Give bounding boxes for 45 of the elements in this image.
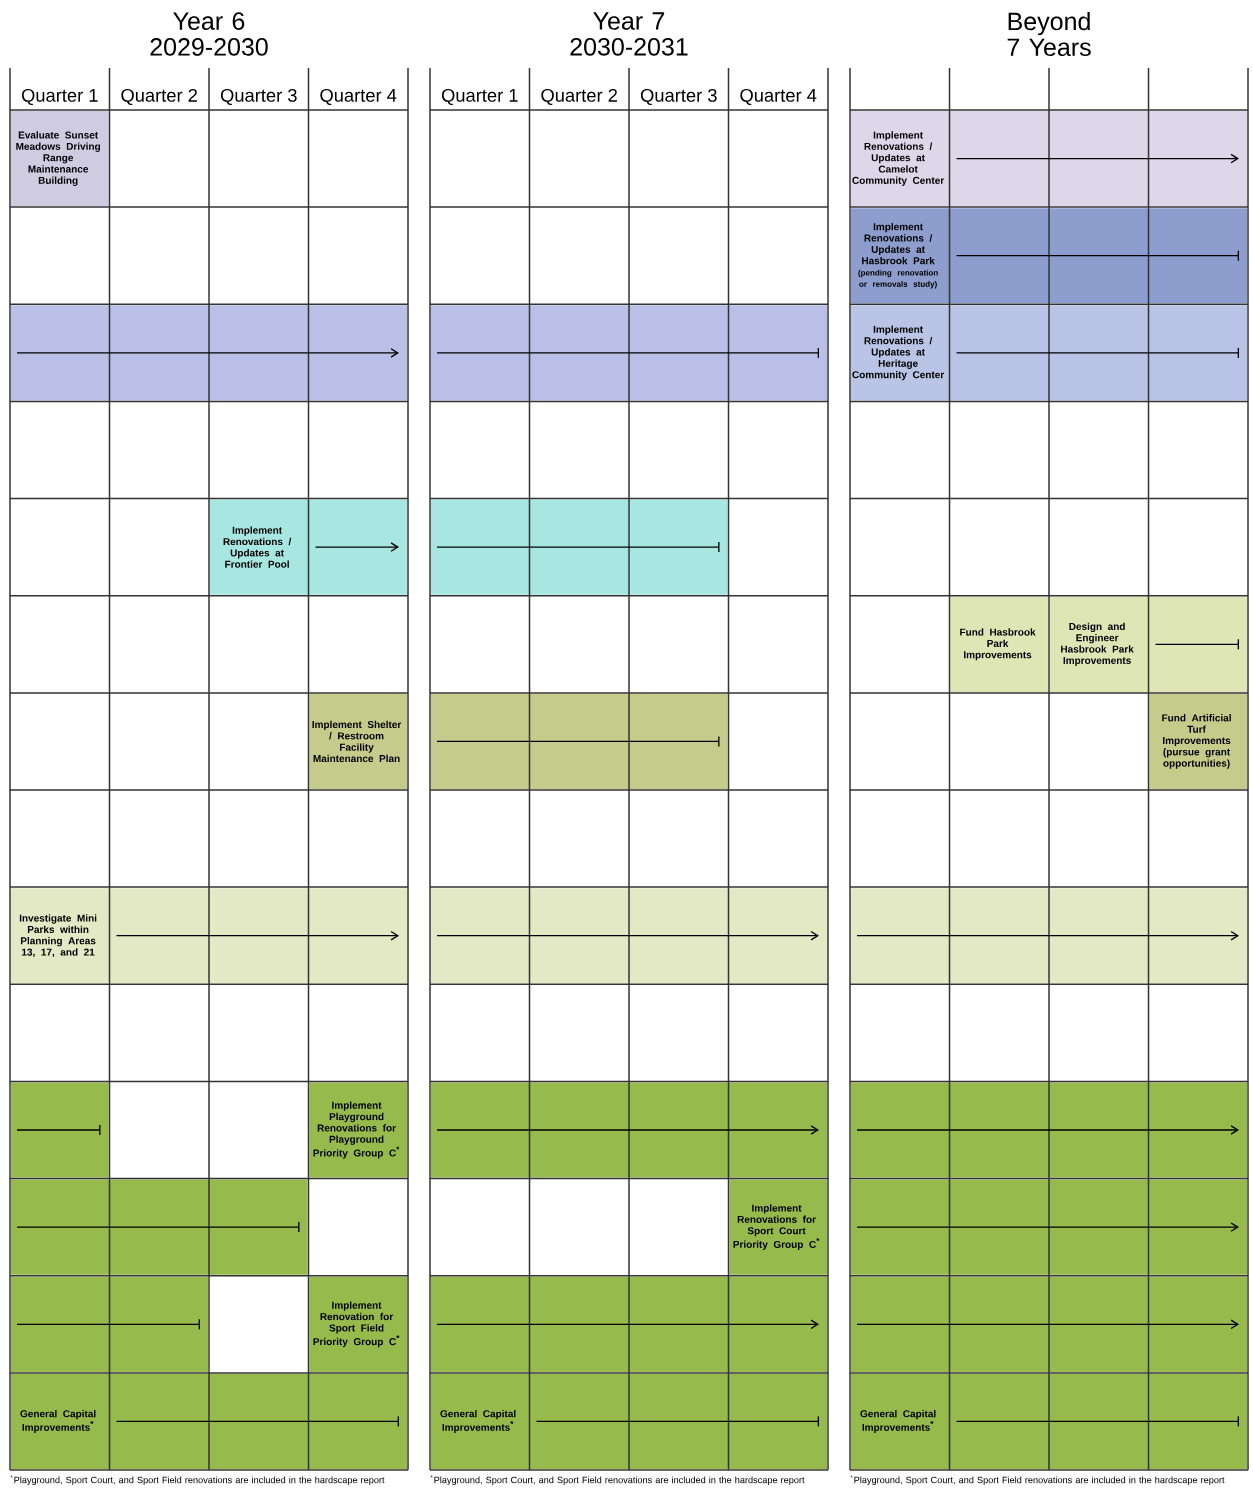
task-box: Fund Hasbrook Park Improvements <box>950 596 1048 692</box>
task-box: General Capital Improvements$^{*}$ <box>851 1373 1247 1469</box>
task-box: Implement Renovations / Updates at Hasbrook Park (pending renovation or removals study) <box>851 208 1247 304</box>
task-box: Fund Artificial Turf Improvements (pursue grant opportunities) <box>1149 693 1247 789</box>
footnote: $^{*}$Playground, Sport Court, and Sport Field renovations are included in the hardscape report <box>850 1475 1225 1486</box>
task-box: Implement Playground Renovations for Playground Priority Group C$^{*}$ <box>309 1082 407 1178</box>
node-label: General Capital Improvements$^{*}$ <box>20 1409 96 1433</box>
column-header: Quarter 3 <box>220 88 297 106</box>
column-header: Quarter 3 <box>640 88 717 106</box>
timeline-bar <box>11 1082 109 1178</box>
column-header: Quarter 1 <box>441 88 518 106</box>
column-header: Quarter 2 <box>121 88 197 106</box>
timeline-bar <box>11 305 407 401</box>
timeline-bar <box>430 499 728 595</box>
task-box: Implement Renovations for Sport Court Priority Group C$^{*}$ <box>729 1179 827 1275</box>
node-label: General Capital Improvements$^{*}$ <box>440 1409 516 1433</box>
timeline-bar <box>431 305 827 401</box>
node-label: General Capital Improvements$^{*}$ <box>860 1409 936 1433</box>
timeline-bar <box>851 1276 1247 1372</box>
timeline-bar <box>431 888 827 984</box>
task-box: Implement Renovations / Updates at Frontier Pool <box>210 499 407 595</box>
node-label: Implement Renovations for Sport Court Priority Group C$^{*}$ <box>733 1204 820 1250</box>
task-box: Implement Shelter / Restroom Facility Maintenance Plan <box>309 693 407 789</box>
timeline-bar <box>851 1082 1247 1178</box>
column-header: Quarter 4 <box>740 88 817 106</box>
year-heading: Beyond 7 Years <box>1007 11 1091 57</box>
task-box: Implement Renovations / Updates at Camelot Community Center <box>851 111 1247 207</box>
task-box: Implement Renovation for Sport Field Priority Group C$^{*}$ <box>309 1276 407 1372</box>
timeline-bar <box>851 1179 1247 1275</box>
node-label: Fund Hasbrook Park Improvements <box>960 628 1036 661</box>
column-header: Quarter 4 <box>320 88 397 106</box>
column-header: Quarter 2 <box>541 88 617 106</box>
node-label: Design and Engineer Hasbrook Park Improvements <box>1061 622 1134 666</box>
task-box: Implement Renovations / Updates at Heritage Community Center <box>851 305 1247 401</box>
year-heading: Year 6 2029-2030 <box>150 12 268 56</box>
task-box: Evaluate Sunset Meadows Driving Range Maintenance Building <box>11 111 109 207</box>
task-box: Investigate Mini Parks within Planning Areas 13, 17, and 21 <box>11 888 407 984</box>
footnote: $^{*}$Playground, Sport Court, and Sport Field renovations are included in the hardscape report <box>430 1475 805 1486</box>
timeline-bar <box>851 888 1247 984</box>
node-label: Implement Renovation for Sport Field Priority Group C$^{*}$ <box>313 1301 400 1348</box>
task-box: General Capital Improvements$^{*}$ <box>431 1373 827 1469</box>
timeline-bar <box>11 1276 208 1372</box>
year-heading: Year 7 2030-2031 <box>570 12 688 56</box>
timeline-bar <box>430 693 728 789</box>
task-box: Design and Engineer Hasbrook Park Improvements <box>1050 596 1247 692</box>
